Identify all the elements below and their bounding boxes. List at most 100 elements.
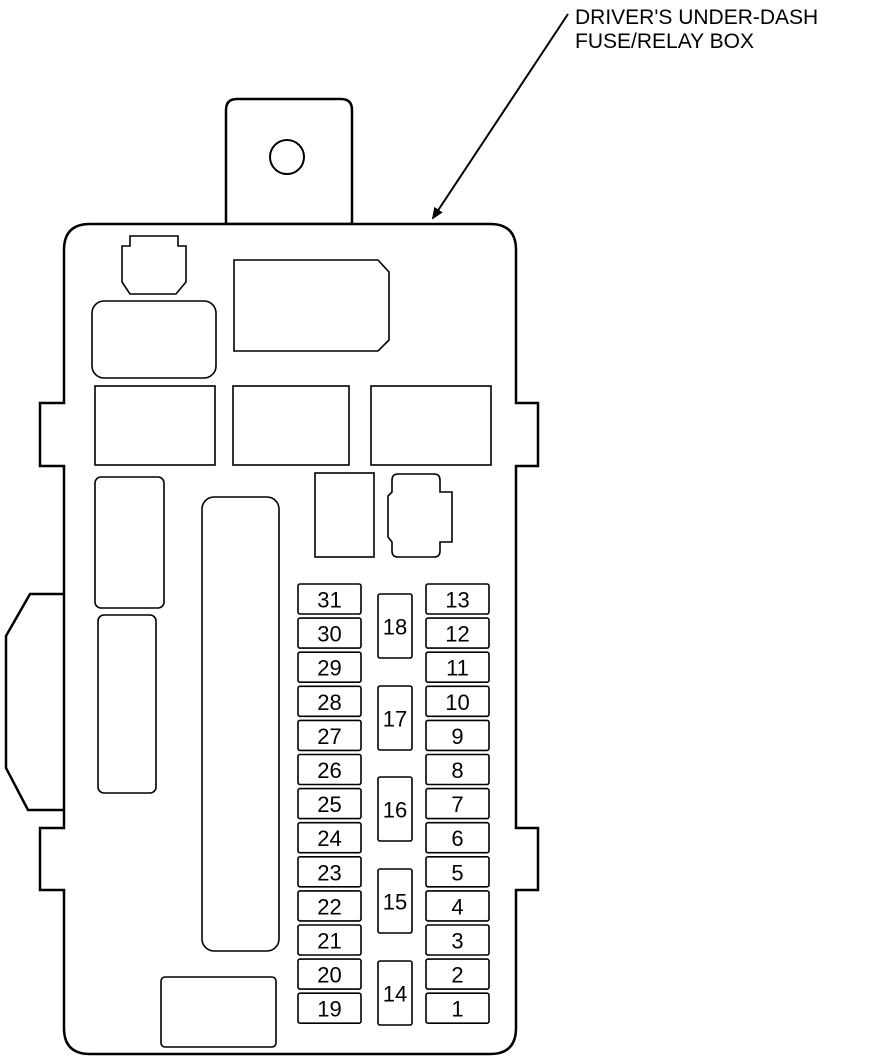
fuse-13: 13 xyxy=(425,583,490,615)
fuse-number: 29 xyxy=(317,656,341,681)
fuse-14: 14 xyxy=(377,960,413,1026)
side-connector-housing xyxy=(4,592,66,812)
fuse-28: 28 xyxy=(297,685,362,718)
fuse-6: 6 xyxy=(425,821,490,854)
relay-vertical-lower xyxy=(97,614,157,794)
fuse-number: 16 xyxy=(383,798,407,823)
fuse-17: 17 xyxy=(377,685,413,751)
fuse-slot xyxy=(425,821,490,854)
fuse-slot xyxy=(425,924,490,956)
fuse-29: 29 xyxy=(297,651,362,684)
fuse-slot xyxy=(377,685,413,751)
fuse-slot xyxy=(425,958,490,990)
small-diode xyxy=(387,473,453,558)
fuse-31: 31 xyxy=(297,583,362,615)
fuse-group: 3130292827262524232221201913121110987654… xyxy=(297,583,490,1026)
fuse-number: 13 xyxy=(445,588,469,613)
fuse-slot xyxy=(297,890,362,922)
fuse-slot xyxy=(425,617,490,649)
fuse-slot xyxy=(377,776,413,842)
relay-large-top xyxy=(233,259,390,352)
fuse-slot xyxy=(425,787,490,820)
fuse-number: 1 xyxy=(451,997,463,1022)
fuse-slot xyxy=(297,685,362,718)
fuse-3: 3 xyxy=(425,924,490,956)
fuse-23: 23 xyxy=(297,855,362,888)
fuse-number: 19 xyxy=(317,997,341,1022)
fuse-number: 31 xyxy=(317,588,341,613)
mounting-hole xyxy=(269,139,305,175)
fuse-slot xyxy=(425,685,490,718)
fuse-slot xyxy=(297,617,362,649)
fuse-5: 5 xyxy=(425,855,490,888)
fuse-26: 26 xyxy=(297,753,362,786)
fuse-2: 2 xyxy=(425,958,490,990)
fuse-1: 1 xyxy=(425,992,490,1025)
fuse-4: 4 xyxy=(425,890,490,922)
fuse-number: 27 xyxy=(317,724,341,749)
fuse-11: 11 xyxy=(425,651,490,684)
bottom-component xyxy=(160,976,277,1048)
small-connector xyxy=(121,235,187,295)
fuse-number: 12 xyxy=(445,622,469,647)
fuse-number: 7 xyxy=(451,792,463,817)
fuse-number: 3 xyxy=(451,929,463,954)
fuse-30: 30 xyxy=(297,617,362,649)
fuse-slot xyxy=(297,651,362,684)
fuse-slot xyxy=(425,753,490,786)
fuse-slot xyxy=(425,992,490,1025)
fuse-slot xyxy=(297,583,362,615)
fuse-slot xyxy=(377,593,413,659)
fuse-slot xyxy=(425,719,490,752)
callout-label-line2: FUSE/RELAY BOX xyxy=(575,30,754,53)
relay-vertical-upper xyxy=(94,476,165,609)
fuse-15: 15 xyxy=(377,868,413,934)
long-connector xyxy=(201,496,280,952)
fuse-number: 26 xyxy=(317,758,341,783)
fuse-24: 24 xyxy=(297,821,362,854)
fuse-number: 14 xyxy=(383,982,407,1007)
small-relay xyxy=(314,472,375,558)
fuse-number: 25 xyxy=(317,792,341,817)
fuse-slot xyxy=(297,992,362,1025)
callout-label-line1: DRIVER'S UNDER-DASH xyxy=(575,6,818,29)
fuse-number: 30 xyxy=(317,622,341,647)
fuse-slot xyxy=(297,821,362,854)
fuse-27: 27 xyxy=(297,719,362,752)
fuse-number: 2 xyxy=(451,963,463,988)
relay-row-2 xyxy=(232,385,350,466)
callout-arrow xyxy=(431,13,569,220)
fuse-7: 7 xyxy=(425,787,490,820)
fuse-number: 21 xyxy=(317,929,341,954)
fuse-number: 4 xyxy=(451,894,463,919)
fuse-slot xyxy=(425,855,490,888)
fuse-number: 6 xyxy=(451,826,463,851)
fuse-number: 8 xyxy=(451,758,463,783)
fuse-10: 10 xyxy=(425,685,490,718)
fuse-number: 9 xyxy=(451,724,463,749)
fuse-slot xyxy=(297,924,362,956)
fuse-number: 10 xyxy=(445,690,469,715)
fuse-number: 17 xyxy=(383,707,407,732)
fuse-19: 19 xyxy=(297,992,362,1025)
fuse-slot xyxy=(297,958,362,990)
fuse-slot xyxy=(377,960,413,1026)
relay-row-3 xyxy=(370,385,492,466)
fuse-slot xyxy=(425,583,490,615)
fuse-slot xyxy=(297,855,362,888)
relay-row-1 xyxy=(94,385,216,466)
fuse-number: 18 xyxy=(383,615,407,640)
fuse-18: 18 xyxy=(377,593,413,659)
fuse-25: 25 xyxy=(297,787,362,820)
fuse-slot xyxy=(297,787,362,820)
fuse-20: 20 xyxy=(297,958,362,990)
fuse-16: 16 xyxy=(377,776,413,842)
fuse-slot xyxy=(425,890,490,922)
fuse-22: 22 xyxy=(297,890,362,922)
fuse-8: 8 xyxy=(425,753,490,786)
fuse-number: 23 xyxy=(317,860,341,885)
fuse-9: 9 xyxy=(425,719,490,752)
fuse-number: 20 xyxy=(317,963,341,988)
fuse-slot xyxy=(297,753,362,786)
